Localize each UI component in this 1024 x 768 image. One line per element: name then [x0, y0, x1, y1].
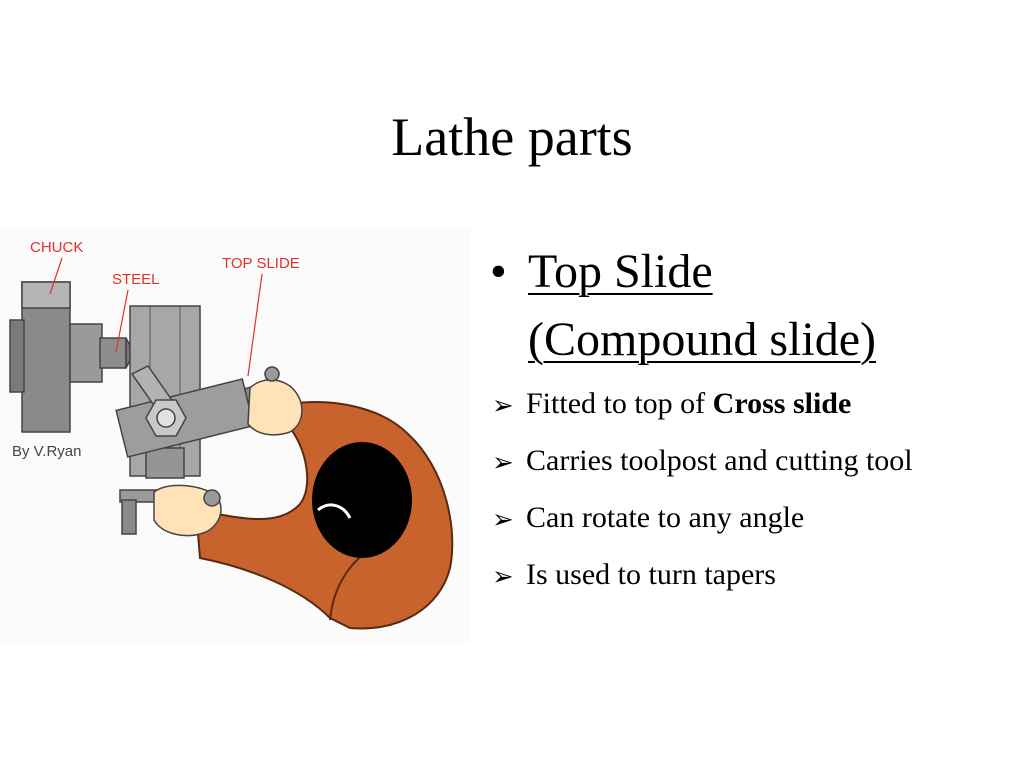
steel-pointer-line: [115, 289, 129, 353]
credit-label: By V.Ryan: [12, 443, 82, 460]
arrow-bullet-icon: ➢: [492, 448, 514, 477]
heading-line-1: Top Slide: [528, 245, 713, 298]
content-area: • Top Slide (Compound slide) ➢ Fitted to…: [490, 238, 1010, 610]
arrow-bullet-icon: ➢: [492, 505, 514, 534]
list-item: ➢ Carries toolpost and cutting tool: [490, 439, 1010, 483]
list-item-text: Can rotate to any angle: [526, 501, 805, 534]
list-item: ➢ Fitted to top of Cross slide: [490, 382, 1010, 426]
bullet-icon: •: [490, 245, 507, 298]
heading-line-2: (Compound slide): [528, 313, 876, 366]
list-item-text: Is used to turn tapers: [526, 558, 776, 591]
toolpost-shape: [130, 365, 187, 437]
top-slide-heading: • Top Slide (Compound slide): [490, 238, 1010, 374]
steel-label: STEEL: [112, 271, 160, 288]
steel-workpiece-shape: [99, 337, 135, 369]
chuck-label: CHUCK: [30, 239, 83, 256]
lathe-illustration: CHUCK STEEL TOP SLIDE By V.Ryan: [0, 228, 470, 642]
chuck-shape: [9, 281, 103, 433]
list-item-text: Carries toolpost and cutting tool: [526, 444, 913, 477]
lathe-operator-drawing: CHUCK STEEL TOP SLIDE By V.Ryan: [0, 228, 470, 642]
arrow-bullet-icon: ➢: [492, 391, 514, 420]
chuck-pointer-line: [49, 257, 63, 295]
operator-figure: [153, 366, 454, 630]
list-item-text: Fitted to top of: [526, 387, 713, 420]
top-slide-label: TOP SLIDE: [222, 255, 300, 272]
operator-head: [312, 442, 412, 558]
top-slide-pointer-line: [247, 273, 263, 377]
list-item-bold-text: Cross slide: [712, 387, 852, 420]
arrow-bullet-icon: ➢: [492, 562, 514, 591]
slide-title: Lathe parts: [391, 107, 633, 167]
detail-list: ➢ Fitted to top of Cross slide ➢ Carries…: [490, 382, 1010, 597]
list-item: ➢ Can rotate to any angle: [490, 496, 1010, 540]
list-item: ➢ Is used to turn tapers: [490, 553, 1010, 597]
